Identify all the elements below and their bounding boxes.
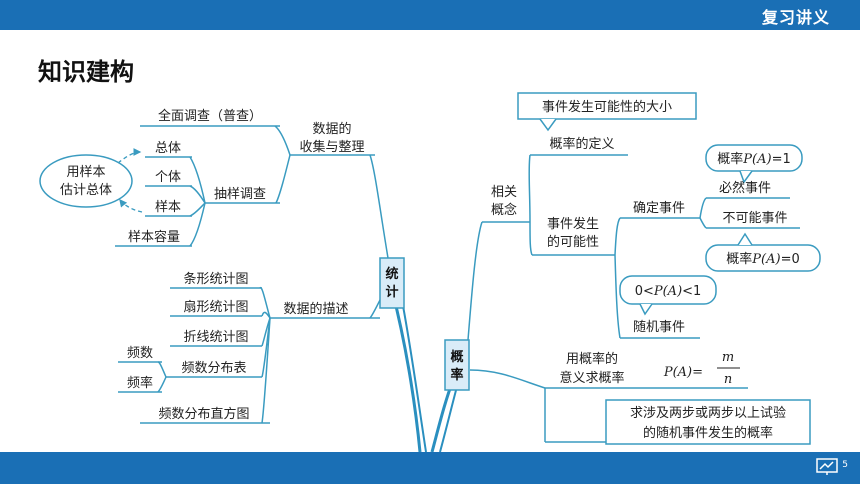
trunk-stat xyxy=(390,289,422,453)
random-event: 随机事件 xyxy=(633,320,685,335)
meaning-line1: 用概率的 xyxy=(566,351,618,367)
formula-den: n xyxy=(724,372,732,387)
event-possibility-line2: 的可能性 xyxy=(547,234,599,250)
p-range: 0<P(A)<1 xyxy=(635,284,702,299)
p-one-box xyxy=(705,144,803,172)
collect-line2: 收集与整理 xyxy=(299,139,364,155)
formula-num: m xyxy=(722,350,734,365)
event-possibility-line1: 事件发生 xyxy=(547,216,599,232)
collect-line1: 数据的 xyxy=(312,121,351,137)
possibility-size: 事件发生可能性的大小 xyxy=(542,99,672,115)
related-line2: 概念 xyxy=(491,202,517,218)
population: 总体 xyxy=(155,141,181,156)
stat-hub-char2: 计 xyxy=(385,284,398,300)
bar-chart-label: 条形统计图 xyxy=(183,271,248,287)
formula-lhs: P(A)= xyxy=(663,365,703,380)
individual: 个体 xyxy=(155,170,181,185)
certain-event: 确定事件 xyxy=(633,201,685,216)
p-range-box xyxy=(619,275,717,305)
two-step-line2: 的随机事件发生的概率 xyxy=(643,425,773,441)
stat-hub-char1: 统 xyxy=(385,266,398,282)
prob-hub-box xyxy=(444,339,470,391)
estimate-line1: 用样本 xyxy=(66,165,105,180)
meaning-line2: 意义求概率 xyxy=(559,370,624,386)
impossible-event: 不可能事件 xyxy=(722,211,787,226)
pie-chart-label: 扇形统计图 xyxy=(183,299,248,315)
two-step-line1: 求涉及两步或两步以上试验 xyxy=(630,405,786,421)
estimate-line2: 估计总体 xyxy=(60,183,112,198)
section-title: 知识建构 xyxy=(38,58,134,86)
full-survey: 全面调查（普查） xyxy=(158,108,262,124)
histogram: 频数分布直方图 xyxy=(158,406,249,422)
estimate-bubble xyxy=(39,154,133,208)
possibility-size-tail xyxy=(539,118,557,132)
estimate-arrow-up xyxy=(117,148,142,164)
sure-event: 必然事件 xyxy=(719,180,771,196)
prob-def: 概率的定义 xyxy=(549,136,614,152)
trunk-stat-2 xyxy=(399,289,427,453)
p-zero-box xyxy=(705,244,821,272)
p-one-tail xyxy=(739,170,753,184)
two-step-box xyxy=(605,399,811,445)
freq-table: 频数分布表 xyxy=(181,361,246,376)
rel-freq: 频率 xyxy=(127,375,153,391)
prob-lines xyxy=(467,154,800,443)
header-title: 复习讲义 xyxy=(761,8,830,27)
prob-hub-char2: 率 xyxy=(450,367,463,383)
sample: 样本 xyxy=(155,200,181,215)
frequency: 频数 xyxy=(127,346,153,361)
stat-hub-box xyxy=(379,257,405,309)
possibility-size-box xyxy=(517,92,697,120)
prob-hub-char1: 概 xyxy=(450,349,463,365)
header-bar: 复习讲义 xyxy=(0,0,860,30)
footer-bar: 5 xyxy=(0,452,860,484)
sampling: 抽样调查 xyxy=(214,187,266,202)
related-line1: 相关 xyxy=(491,185,517,200)
estimate-arrow-down xyxy=(119,198,143,213)
presentation-icon xyxy=(816,458,838,475)
p-range-tail xyxy=(639,303,653,316)
line-chart-label: 折线统计图 xyxy=(183,330,248,345)
p-zero-tail xyxy=(737,232,753,246)
page-number: 5 xyxy=(842,460,848,470)
sample-size: 样本容量 xyxy=(128,229,180,245)
stat-lines xyxy=(115,125,389,424)
describe: 数据的描述 xyxy=(283,301,348,317)
p-one: 概率P(A)=1 xyxy=(717,151,790,167)
p-zero: 概率P(A)=0 xyxy=(726,251,799,267)
